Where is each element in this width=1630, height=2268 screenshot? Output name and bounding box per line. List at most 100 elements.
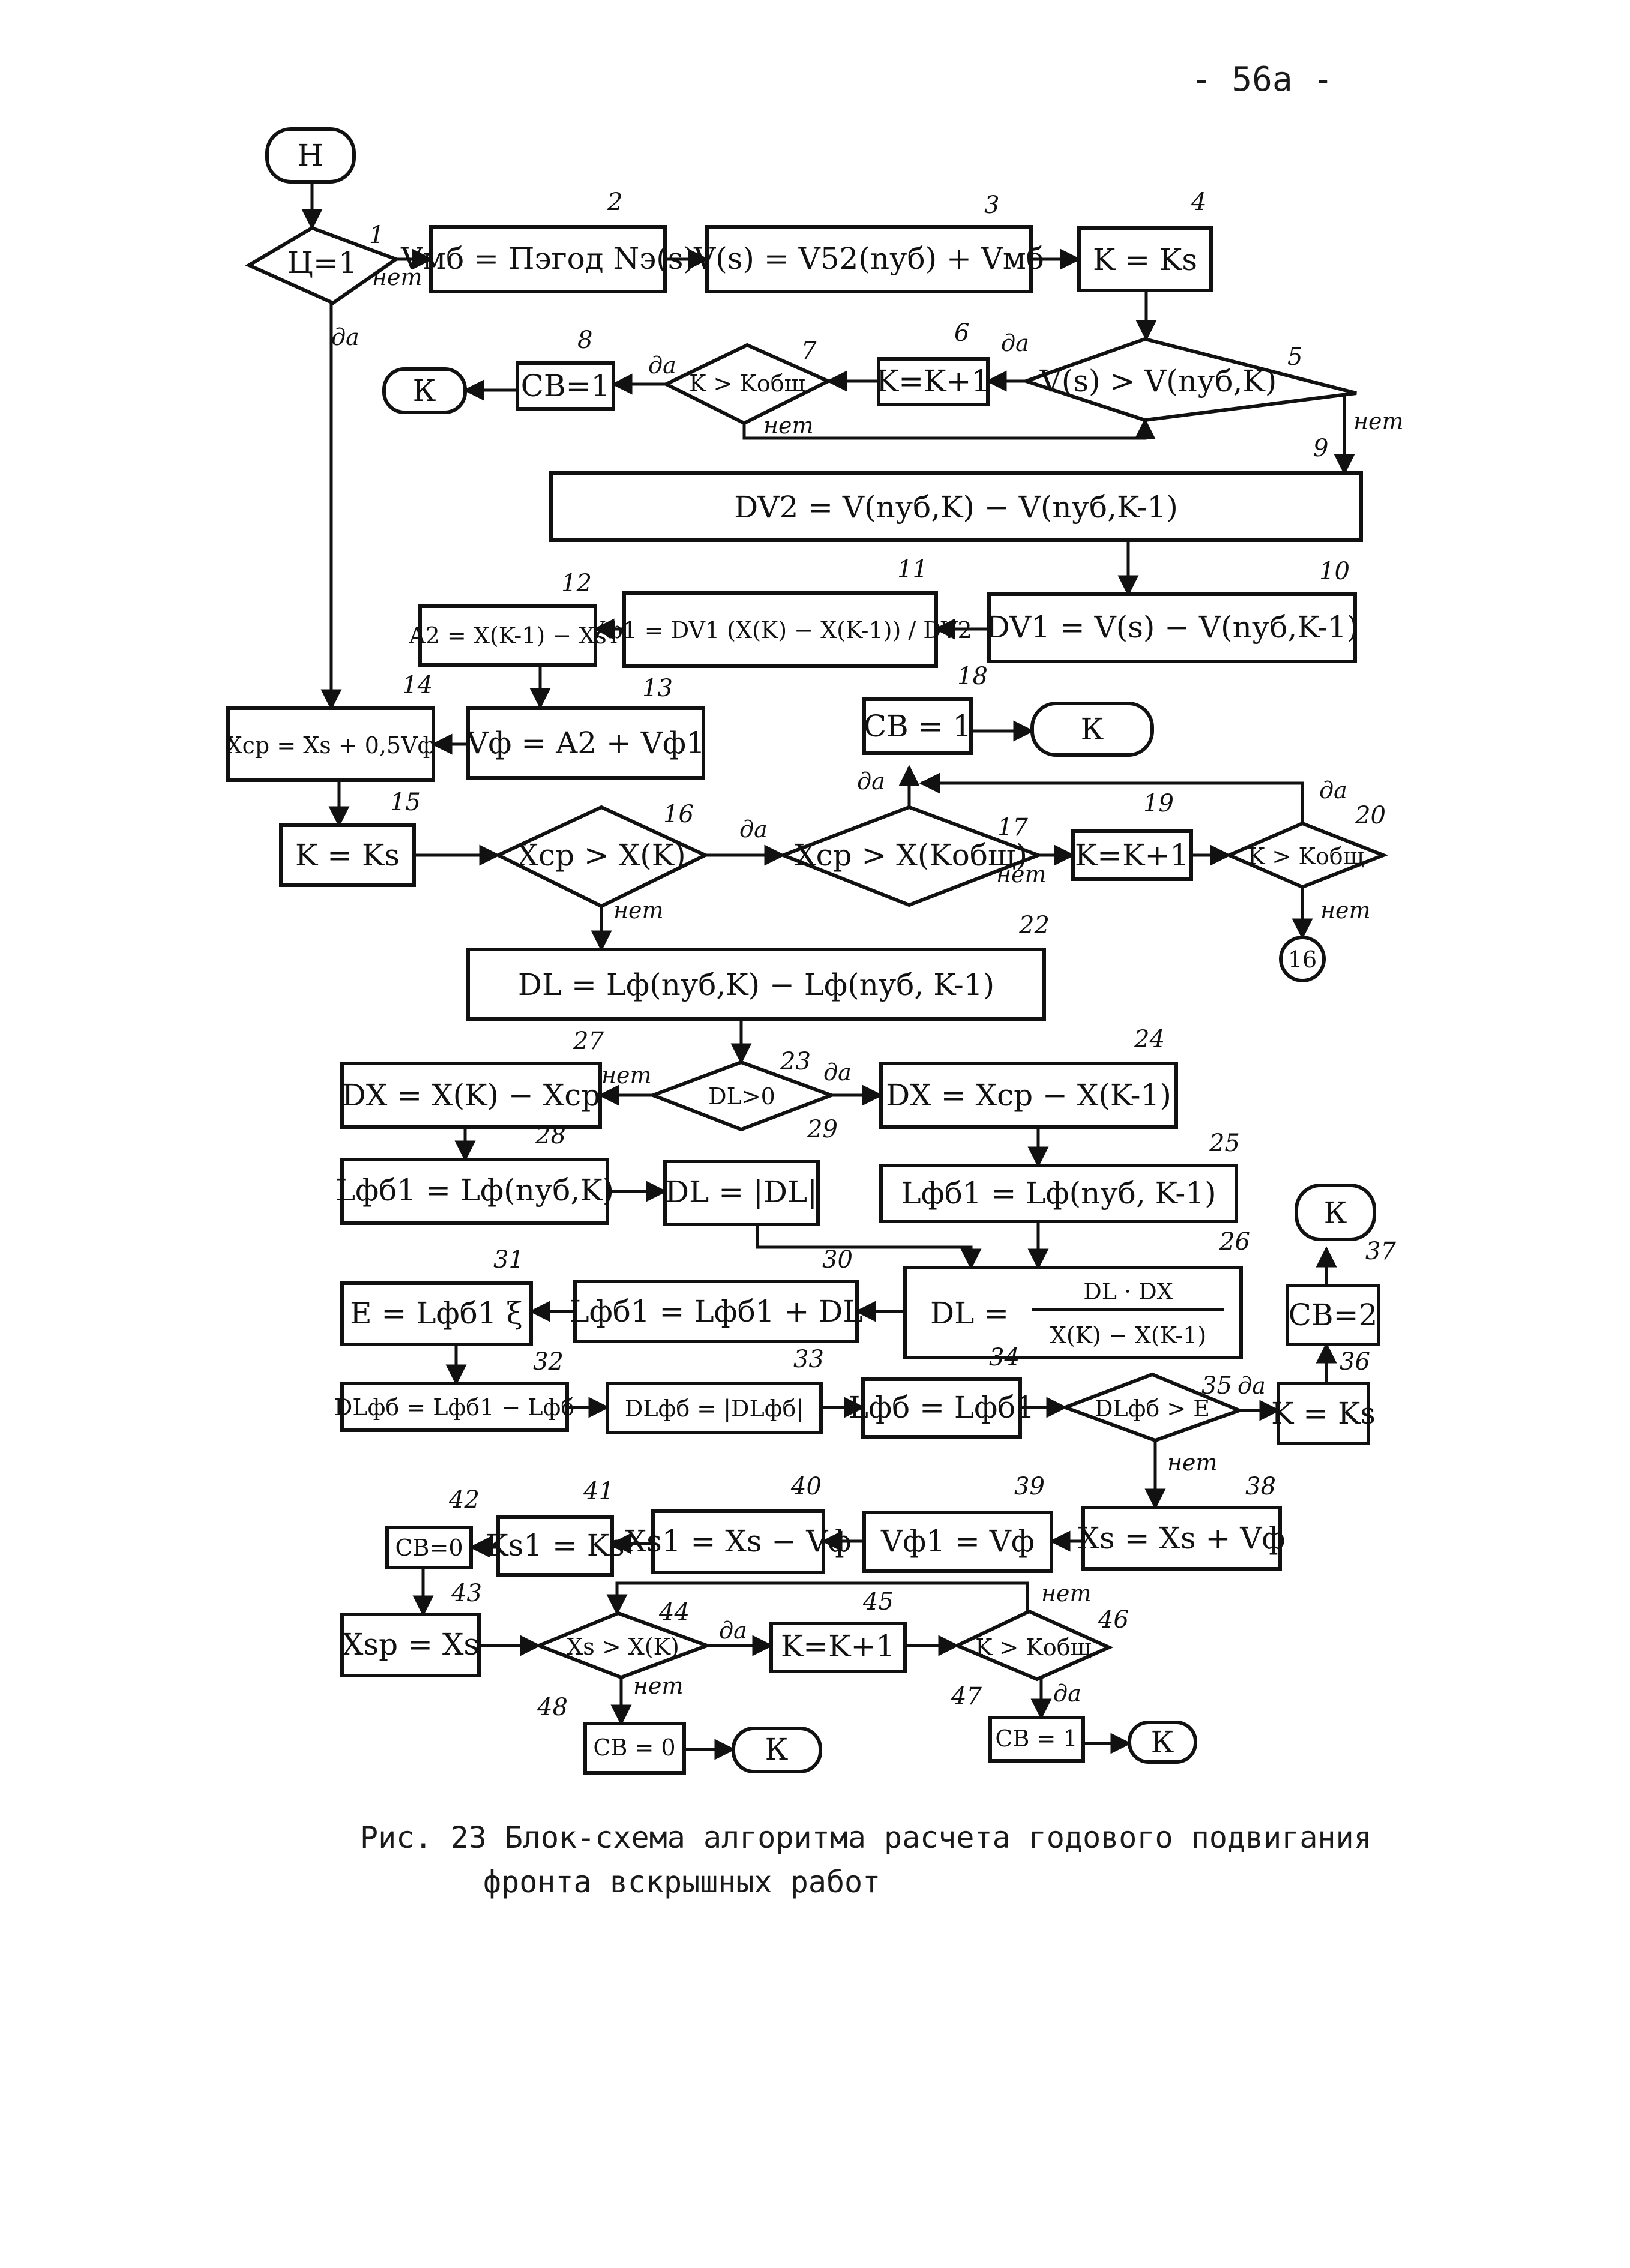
terminator-end-37: К xyxy=(1295,1184,1376,1241)
block-number-41: 41 xyxy=(583,1478,614,1505)
process-24-label: DX = Xср − X(K-1) xyxy=(886,1078,1171,1113)
decision-5: V(s) > V(nуб,K) 5 да нет xyxy=(1001,330,1404,435)
process-48-label: СВ = 0 xyxy=(593,1734,675,1761)
decision-23: DL>0 23 да нет xyxy=(601,1048,852,1132)
process-31: E = Lфб1 ξ 31 xyxy=(340,1246,533,1346)
process-39: Vф1 = Vф 39 xyxy=(862,1473,1053,1573)
process-33: DLфб = |DLфб| 33 xyxy=(606,1346,824,1434)
process-4-label: K = Ks xyxy=(1093,242,1197,277)
block-number-9: 9 xyxy=(1313,435,1328,462)
block-number-35: 35 xyxy=(1201,1372,1232,1400)
process-37: СВ=2 37 xyxy=(1286,1238,1396,1346)
process-12: A2 = X(K-1) − Xs 12 xyxy=(408,570,607,667)
process-10-label: DV1 = V(s) − V(nуб,K-1) xyxy=(986,610,1358,645)
process-13: Vф = A2 + Vф1 13 xyxy=(466,675,705,780)
decision-44-yes: да xyxy=(719,1617,747,1644)
block-number-23: 23 xyxy=(780,1048,811,1075)
process-15: K = Ks 15 xyxy=(279,789,421,887)
block-number-47: 47 xyxy=(951,1683,982,1710)
decision-16-label: Xср > X(K) xyxy=(517,838,685,873)
block-number-16: 16 xyxy=(663,801,694,828)
process-43: Xsp = Xs 43 xyxy=(340,1580,482,1677)
block-number-14: 14 xyxy=(402,672,433,699)
decision-17-label: Xср > X(Kобщ) xyxy=(795,838,1027,873)
process-25: Lфб1 = Lф(nуб, K-1) 25 xyxy=(879,1129,1240,1223)
process-34-label: Lфб = Lфб1 xyxy=(849,1390,1035,1425)
terminator-end-8-label: К xyxy=(413,373,436,408)
terminator-end-48-label: К xyxy=(765,1732,789,1767)
process-4: K = Ks 4 xyxy=(1077,188,1213,292)
decision-7: K > Kобщ 7 да нет xyxy=(648,337,833,439)
decision-16-no: нет xyxy=(613,897,664,924)
process-39-label: Vф1 = Vф xyxy=(880,1524,1035,1559)
block-number-45: 45 xyxy=(862,1588,894,1616)
process-48: СВ = 0 48 xyxy=(537,1694,686,1775)
process-45-label: K=K+1 xyxy=(781,1629,895,1664)
process-37-label: СВ=2 xyxy=(1289,1298,1378,1332)
process-29-label: DL = |DL| xyxy=(665,1175,817,1209)
decision-7-no: нет xyxy=(763,412,814,439)
flow-wires xyxy=(301,183,1355,1760)
decision-16: Xср > X(K) 16 да нет xyxy=(494,801,768,924)
decision-20-label: K > Kобщ xyxy=(1248,843,1364,870)
process-33-label: DLфб = |DLфб| xyxy=(625,1395,804,1422)
process-32-label: DLфб = Lфб1 − Lфб xyxy=(334,1394,574,1421)
decision-44-no: нет xyxy=(633,1673,684,1699)
process-26-numerator: DL · DX xyxy=(1083,1278,1173,1305)
process-6-label: K=K+1 xyxy=(876,364,990,399)
decision-17-yes: да xyxy=(857,768,885,795)
terminator-start-label: Н xyxy=(297,138,323,173)
process-11: Vф1 = DV1 (X(K) − X(K-1)) / DV2 11 xyxy=(588,556,972,668)
process-29: DL = |DL| 29 xyxy=(663,1116,838,1226)
process-18: СВ = 1 18 xyxy=(862,663,988,755)
block-number-26: 26 xyxy=(1219,1228,1250,1256)
process-43-label: Xsp = Xs xyxy=(342,1627,479,1662)
decision-35-label: DLфб > E xyxy=(1095,1395,1210,1422)
process-34: Lфб = Lфб1 34 xyxy=(849,1344,1035,1439)
process-19: K=K+1 19 xyxy=(1071,790,1193,881)
decision-23-label: DL>0 xyxy=(708,1083,775,1110)
decision-23-no: нет xyxy=(601,1062,652,1089)
process-22: DL = Lф(nуб,K) − Lф(nуб, K-1) 22 xyxy=(466,912,1050,1021)
block-number-25: 25 xyxy=(1209,1129,1240,1157)
process-36-label: K = Ks xyxy=(1271,1396,1376,1431)
process-14-label: Xср = Xs + 0,5Vф xyxy=(226,732,436,759)
process-28-label: Lфб1 = Lф(nуб,K) xyxy=(335,1173,614,1208)
figure-caption-line-1: Рис. 23 Блок-схема алгоритма расчета год… xyxy=(360,1820,1372,1855)
block-number-11: 11 xyxy=(897,556,928,583)
decision-35-no: нет xyxy=(1167,1449,1218,1476)
block-number-22: 22 xyxy=(1018,912,1050,939)
terminator-end-48: К xyxy=(732,1727,822,1773)
decision-46-no: нет xyxy=(1041,1580,1092,1607)
process-26-lhs: DL = xyxy=(930,1296,1009,1331)
decision-5-yes: да xyxy=(1001,330,1029,356)
decision-44: Xs > X(K) 44 да нет xyxy=(534,1599,747,1699)
terminator-start: Н xyxy=(265,127,356,184)
process-14: Xср = Xs + 0,5Vф 14 xyxy=(226,672,436,782)
process-38: Xs = Xs + Vф 38 xyxy=(1078,1473,1286,1571)
decision-5-label: V(s) > V(nуб,K) xyxy=(1039,364,1277,399)
process-15-label: K = Ks xyxy=(295,838,400,873)
process-41: Ks1 = Ks 41 xyxy=(486,1478,625,1577)
process-47-label: СВ = 1 xyxy=(995,1725,1077,1752)
block-number-37: 37 xyxy=(1365,1238,1396,1265)
process-40: Xs1 = Xs − Vф 40 xyxy=(625,1473,851,1574)
block-number-46: 46 xyxy=(1098,1606,1129,1634)
process-27: DX = X(K) − Xср 27 xyxy=(340,1027,604,1129)
block-number-5: 5 xyxy=(1287,343,1302,371)
block-number-12: 12 xyxy=(561,570,592,597)
decision-1-no: нет xyxy=(372,264,423,290)
block-number-44: 44 xyxy=(658,1599,690,1626)
block-number-32: 32 xyxy=(533,1348,564,1376)
block-number-15: 15 xyxy=(390,789,421,816)
process-25-label: Lфб1 = Lф(nуб, K-1) xyxy=(901,1176,1216,1211)
process-27-label: DX = X(K) − Xср xyxy=(342,1078,601,1113)
decision-35-yes: да xyxy=(1238,1373,1266,1399)
process-8-label: СВ=1 xyxy=(521,368,610,403)
block-number-29: 29 xyxy=(807,1116,838,1143)
decision-7-label: K > Kобщ xyxy=(689,370,805,397)
decision-46: K > Kобщ 46 нет да xyxy=(952,1580,1129,1707)
decision-7-yes: да xyxy=(648,352,676,379)
decision-35: DLфб > E 35 да нет xyxy=(1060,1372,1266,1476)
block-number-10: 10 xyxy=(1319,558,1350,585)
